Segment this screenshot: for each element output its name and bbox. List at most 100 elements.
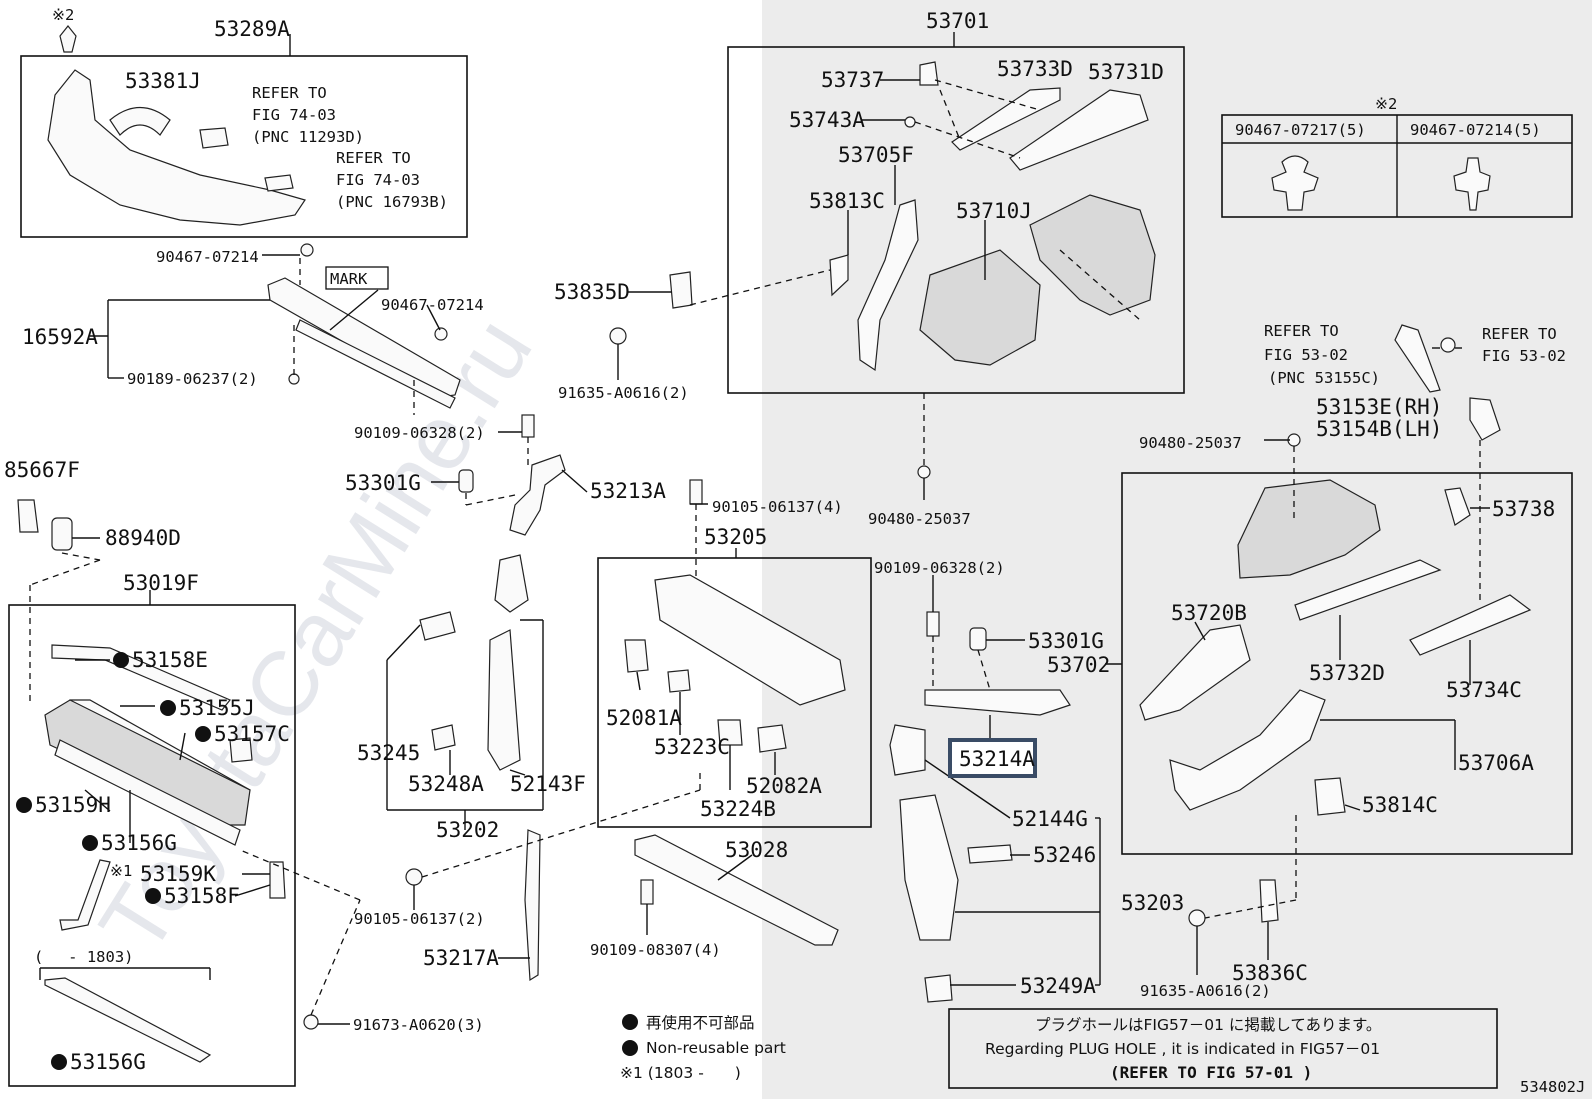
part-53155C-ref [1394, 324, 1441, 393]
part-53301G [458, 469, 474, 493]
label-52081A: 52081A [606, 706, 682, 730]
box-53289A [20, 55, 468, 238]
bolt-91635-b [1188, 909, 1206, 927]
label-53156G-a: 53156G [101, 831, 177, 855]
label-91635-b: 91635-A0616(2) [1140, 982, 1271, 1000]
clip-53743A [904, 116, 916, 128]
label-90480-a: 90480-25037 [868, 510, 971, 528]
clip-90467-07214-icon [1453, 157, 1491, 211]
label-53159K: 53159K [140, 862, 216, 886]
part-52144G [889, 724, 926, 776]
part-53224B [717, 719, 743, 746]
label-ref4a: REFER TO [1482, 325, 1557, 343]
plug-note-en: Regarding PLUG HOLE , it is indicated in… [985, 1040, 1380, 1058]
label-53156G-b: 53156G [70, 1050, 146, 1074]
label-88940D: 88940D [105, 526, 181, 550]
label-53028: 53028 [725, 838, 788, 862]
label-53836C: 53836C [1232, 961, 1308, 985]
label-x1: ※1 [110, 862, 132, 880]
label-ref1b: FIG 74-03 [252, 106, 336, 124]
part-53158E [51, 644, 231, 711]
part-53028 [634, 834, 839, 946]
front-arrow [59, 859, 111, 931]
box-53019F [8, 604, 296, 1087]
label-16592A: 16592A [22, 325, 98, 349]
label-53205: 53205 [704, 525, 767, 549]
part-53733D [951, 87, 1061, 151]
label-90467-b: 90467-07214 [381, 296, 484, 314]
part-53213A [509, 454, 566, 536]
label-53154B: 53154B(LH) [1316, 417, 1442, 441]
label-53710J: 53710J [956, 199, 1032, 223]
label-91673: 91673-A0620(3) [353, 1016, 484, 1034]
clip-top [59, 25, 77, 53]
label-ref2c: (PNC 16793B) [336, 193, 448, 211]
box-53701 [727, 46, 1185, 394]
label-91635-a: 91635-A0616(2) [558, 384, 689, 402]
part-52143F [487, 629, 521, 771]
part-53738 [1444, 487, 1471, 526]
label-x2a: ※2 [52, 6, 74, 24]
bolt-91673 [303, 1014, 319, 1030]
label-53157C: 53157C [214, 722, 290, 746]
part-53706A [1169, 689, 1326, 811]
label-90480-b: 90480-25037 [1139, 434, 1242, 452]
plug-note-ref: (REFER TO FIG 57-01 ) [1110, 1063, 1312, 1082]
label-range: ( - 1803) [34, 948, 134, 966]
part-53731D [1009, 89, 1149, 171]
legend-jp: 再使用不可部品 [646, 1014, 755, 1032]
bolt-90109 [521, 414, 535, 438]
part-53156G [54, 739, 241, 846]
part-53737 [919, 61, 939, 86]
label-90105-b: 90105-06137(2) [354, 910, 485, 928]
label-53289A: 53289A [214, 17, 290, 41]
part-53155J-grille [44, 699, 251, 826]
ref-pad-1 [199, 127, 229, 149]
label-53214A: 53214A [959, 747, 1035, 771]
part-53158F [269, 861, 286, 899]
part-53217A [524, 829, 541, 982]
label-53732D: 53732D [1309, 661, 1385, 685]
legend-en: Non-reusable part [646, 1039, 786, 1057]
part-53153E [1469, 397, 1501, 441]
label-90189: 90189-06237(2) [127, 370, 258, 388]
label-53213A: 53213A [590, 479, 666, 503]
part-85667F [17, 499, 39, 533]
bolt-90105-b [405, 868, 423, 886]
part-53734C [1409, 594, 1532, 656]
label-85667F: 85667F [4, 458, 80, 482]
label-53738: 53738 [1492, 497, 1555, 521]
label-ref2a: REFER TO [336, 149, 411, 167]
part-53249A [924, 974, 953, 1003]
part-52081A [624, 639, 649, 673]
bolt-90109-c [926, 611, 940, 637]
part-53248A [431, 724, 456, 751]
figure-code: 534802J [1520, 1078, 1585, 1096]
clip-table-col-a: 90467-07217(5) [1235, 121, 1366, 139]
label-53202: 53202 [436, 818, 499, 842]
part-53245 [419, 611, 456, 641]
part-53289A [47, 69, 306, 226]
part-53814C [1314, 777, 1346, 816]
part-53156G-strip [44, 977, 212, 1063]
label-53835D: 53835D [554, 280, 630, 304]
label-ref4b: FIG 53-02 [1482, 347, 1566, 365]
label-53701: 53701 [926, 9, 989, 33]
label-ref2b: FIG 74-03 [336, 171, 420, 189]
label-mark: MARK [330, 270, 368, 288]
ref-pad-2 [264, 174, 294, 192]
part-53246 [967, 844, 1013, 864]
part-53223C [667, 669, 691, 693]
part-53203 [899, 794, 959, 941]
label-53743A: 53743A [789, 108, 865, 132]
label-ref1c: (PNC 11293D) [252, 128, 364, 146]
part-53381J [109, 107, 171, 136]
label-53737: 53737 [821, 68, 884, 92]
label-90109-c: 90109-06328(2) [874, 559, 1005, 577]
bolt-90109-b [640, 879, 654, 905]
label-53245: 53245 [357, 741, 420, 765]
label-53246: 53246 [1033, 843, 1096, 867]
part-53836C [1259, 879, 1279, 923]
label-53733D: 53733D [997, 57, 1073, 81]
